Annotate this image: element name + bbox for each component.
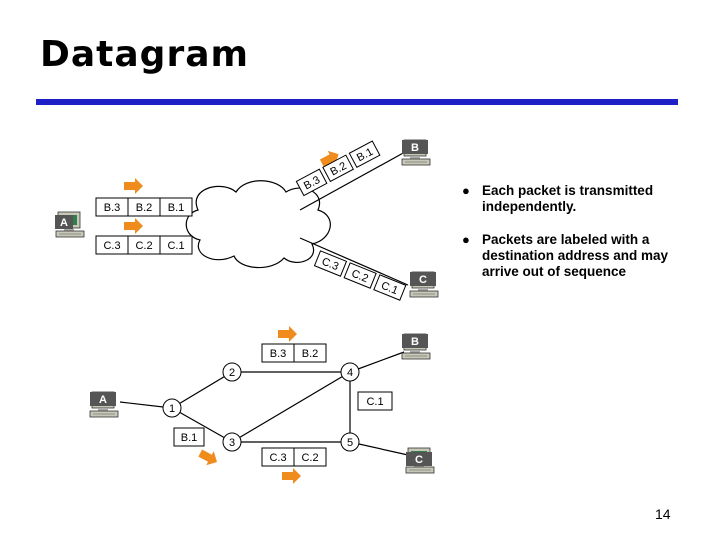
node-label: 3 <box>229 437 235 449</box>
host-b-label: B <box>411 336 419 348</box>
arrow-icon <box>282 468 301 484</box>
arrow-icon <box>124 178 143 194</box>
bullet-item: ● Each packet is transmitted independent… <box>462 183 702 215</box>
bullet-icon: ● <box>462 232 470 247</box>
host-a-label: A <box>99 394 107 406</box>
title-underline <box>36 99 678 105</box>
node-label: 1 <box>169 403 175 415</box>
bullet-list: ● Each packet is transmitted independent… <box>462 183 702 297</box>
packet-label: C.3 <box>103 240 120 252</box>
router-node <box>162 398 182 418</box>
node-label: 2 <box>229 367 235 379</box>
router-node <box>222 362 242 382</box>
packet-label: C.3 <box>269 452 286 464</box>
network-cloud <box>185 180 331 269</box>
arrow-icon <box>196 446 221 470</box>
page-number: 14 <box>655 506 671 522</box>
arrow-icon <box>278 326 297 342</box>
router-node <box>340 362 360 382</box>
router-node <box>222 432 242 452</box>
packet-label: B.3 <box>270 348 287 360</box>
router-node <box>340 432 360 452</box>
slide-title: Datagram <box>40 34 250 75</box>
bottom-diagram: A B C 1 2 3 4 5 B.1 B.3 B.2 C.1 C.3 <box>89 326 435 484</box>
host-a-label: A <box>60 217 68 229</box>
node-label: 4 <box>347 367 353 379</box>
bullet-text: Each packet is transmitted independently… <box>482 183 654 214</box>
packet-label: C.2 <box>135 240 152 252</box>
bullet-item: ● Packets are labeled with a destination… <box>462 232 702 280</box>
packet-label: B.1 <box>168 202 185 214</box>
arrow-icon <box>124 218 143 234</box>
packet-label: C.1 <box>167 240 184 252</box>
host-b-label: B <box>411 142 419 154</box>
packet-label: B.2 <box>136 202 153 214</box>
packet-label: B.2 <box>302 348 319 360</box>
host-c-label: C <box>419 274 427 286</box>
packet-label: C.3 <box>320 256 340 274</box>
bullet-icon: ● <box>462 183 470 198</box>
node-label: 5 <box>347 437 353 449</box>
packet-label: B.3 <box>104 202 121 214</box>
packet-label: C.1 <box>379 280 399 298</box>
bullet-text: Packets are labeled with a destination a… <box>482 232 669 279</box>
packet-label: C.2 <box>350 268 370 286</box>
packet-label: C.1 <box>366 396 383 408</box>
packet-label: B.1 <box>181 432 198 444</box>
host-c-label: C <box>415 454 423 466</box>
top-diagram: A B C B.3 B.2 B.1 C.3 C.2 C.1 B.3 B <box>55 139 439 301</box>
packet-label: C.2 <box>301 452 318 464</box>
